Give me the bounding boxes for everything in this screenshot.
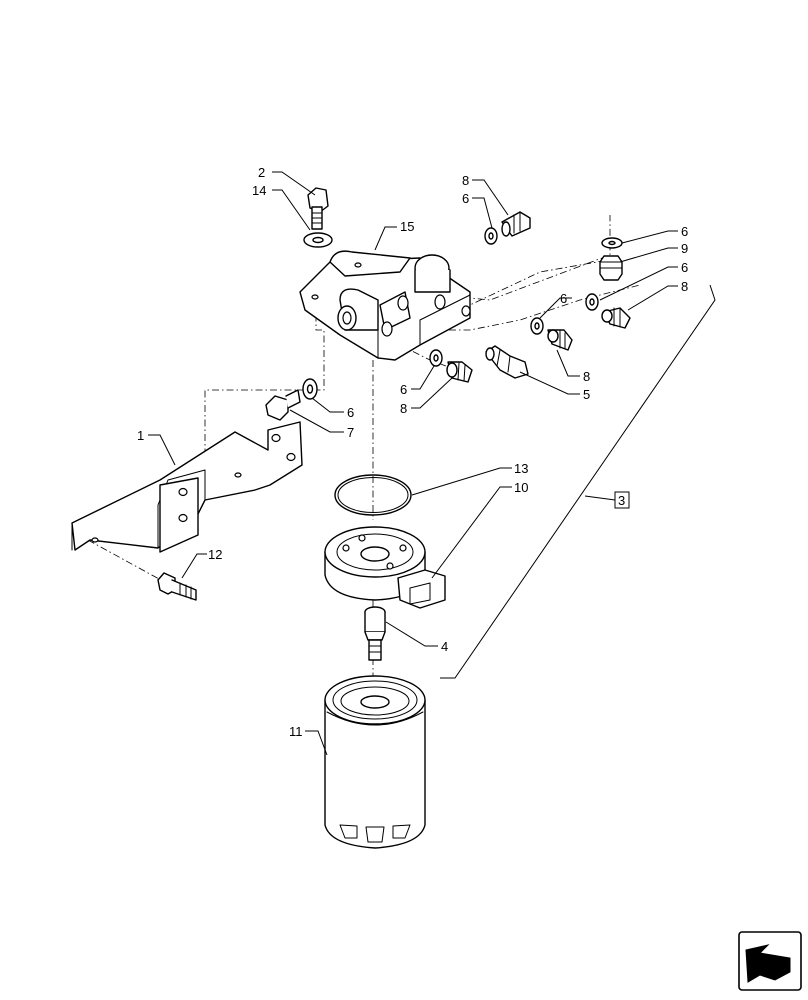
return-arrow-icon[interactable] xyxy=(738,931,802,991)
callout-12: 12 xyxy=(208,547,222,562)
callout-6-right-top: 6 xyxy=(681,224,688,239)
callout-15: 15 xyxy=(400,219,414,234)
callout-8-mid: 8 xyxy=(583,369,590,384)
callout-6-mid: 6 xyxy=(560,291,567,306)
callout-2: 2 xyxy=(258,165,265,180)
washer-part-6-mid xyxy=(530,317,544,335)
callout-6-top: 6 xyxy=(462,191,469,206)
callout-13: 13 xyxy=(514,461,528,476)
fitting-part-8-mid xyxy=(547,329,573,351)
mounting-bracket xyxy=(71,421,303,553)
callout-8-top: 8 xyxy=(462,173,469,188)
bolt-part-2 xyxy=(307,187,329,230)
fitting-part-8-lower xyxy=(446,361,473,383)
callout-8-lower: 8 xyxy=(400,401,407,416)
callout-6-left: 6 xyxy=(347,405,354,420)
fitting-part-8-top xyxy=(501,211,531,237)
callout-7: 7 xyxy=(347,425,354,440)
nipple-part-4 xyxy=(364,606,386,661)
o-ring-part-13 xyxy=(334,474,412,516)
callout-6-lower: 6 xyxy=(400,382,407,397)
group-bracket-3 xyxy=(440,284,716,679)
callout-6-right-mid: 6 xyxy=(681,260,688,275)
leader-lines xyxy=(148,171,678,756)
callout-11: 11 xyxy=(289,724,303,739)
filter-head-housing xyxy=(299,250,471,361)
bolt-part-12 xyxy=(157,572,197,601)
callout-10: 10 xyxy=(514,480,528,495)
bolt-part-7 xyxy=(265,389,301,421)
sensor-part-5 xyxy=(485,345,529,379)
fitting-part-8-right xyxy=(601,307,631,329)
callout-9: 9 xyxy=(681,241,688,256)
callout-1: 1 xyxy=(137,428,144,443)
callout-5: 5 xyxy=(583,387,590,402)
filter-cartridge-part-11 xyxy=(324,675,426,849)
callout-3: 3 xyxy=(618,493,625,508)
washer-part-6-right-top xyxy=(601,237,623,249)
callout-8-right: 8 xyxy=(681,279,688,294)
filter-adapter-part-10 xyxy=(324,526,446,609)
washer-part-14 xyxy=(303,232,333,248)
callout-14: 14 xyxy=(252,183,266,198)
washer-part-6-top xyxy=(484,227,498,245)
washer-part-6-left xyxy=(302,378,318,400)
washer-part-6-right-mid xyxy=(585,293,599,311)
callout-4: 4 xyxy=(441,639,448,654)
washer-part-6-lower xyxy=(429,349,443,367)
fitting-part-9 xyxy=(599,255,623,281)
callout-labels: 2 14 15 8 6 6 9 6 8 6 8 5 6 8 6 7 1 12 1… xyxy=(137,165,688,739)
